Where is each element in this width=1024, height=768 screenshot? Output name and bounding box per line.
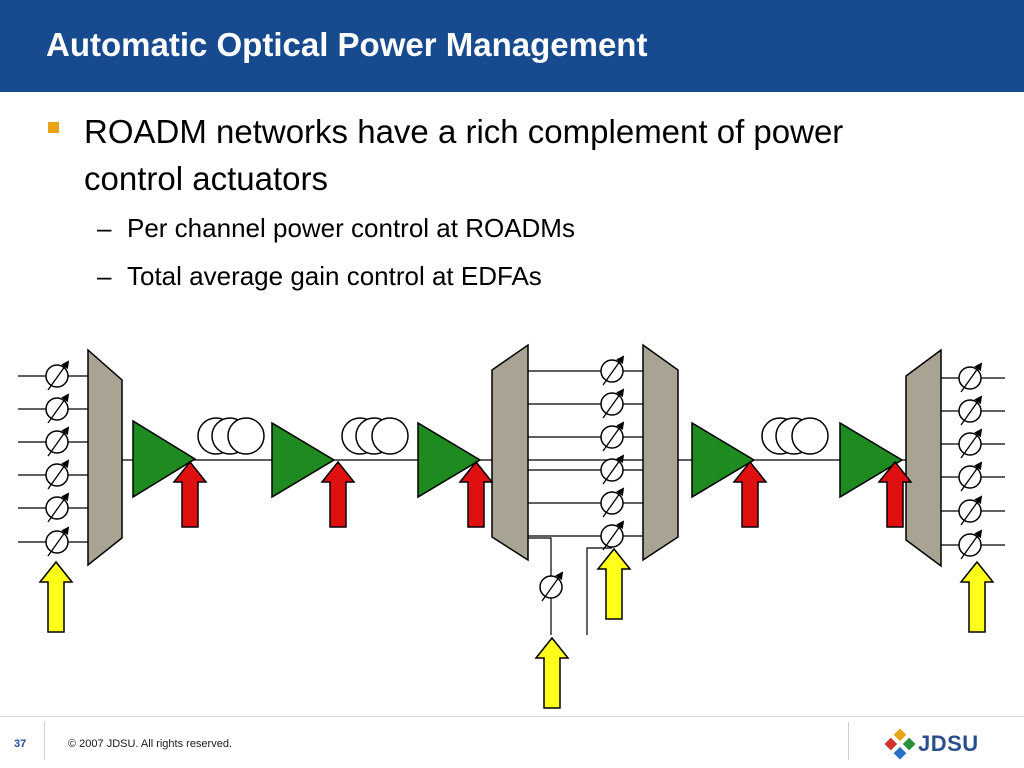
variable-attenuator-icon (601, 357, 623, 385)
variable-attenuator-icon (959, 397, 981, 425)
footer-separator (44, 722, 45, 760)
variable-attenuator-icon (46, 395, 68, 423)
footer-divider (0, 716, 1024, 717)
variable-attenuator-icon (46, 362, 68, 390)
red-up-arrow-icon (733, 461, 767, 528)
sub-bullet-2: –Total average gain control at EDFAs (97, 261, 542, 291)
edfa-amplifier-icon (417, 421, 482, 499)
page-number: 37 (14, 738, 27, 750)
variable-attenuator-icon (601, 522, 623, 550)
bullet-marker-icon (48, 122, 59, 133)
red-up-arrow-icon (459, 461, 493, 528)
add-line (586, 547, 612, 635)
variable-attenuator-icon (959, 463, 981, 491)
sub-bullet-1-text: Per channel power control at ROADMs (127, 213, 575, 243)
yellow-up-arrow-icon (535, 637, 569, 709)
variable-attenuator-icon (959, 430, 981, 458)
yellow-up-arrow-icon (960, 561, 994, 633)
variable-attenuator-icon (601, 390, 623, 418)
drop-line (528, 537, 552, 635)
variable-attenuator-icon (46, 494, 68, 522)
right-attenuators (959, 364, 981, 559)
fiber-spool-icon (341, 417, 409, 455)
footer-separator (848, 722, 849, 760)
demux-trapezoid-icon (905, 348, 942, 568)
variable-attenuator-icon (46, 528, 68, 556)
variable-attenuator-icon (959, 364, 981, 392)
title-bar (0, 0, 1024, 92)
edfa-amplifier-icon (839, 421, 904, 499)
mux-trapezoid-icon (87, 348, 123, 567)
yellow-up-arrow-icon (597, 548, 631, 620)
fiber-spool-icon (197, 417, 265, 455)
left-attenuators (46, 362, 68, 556)
roadm-express-lines (528, 370, 643, 537)
slide-title: Automatic Optical Power Management (46, 26, 648, 63)
variable-attenuator-icon (959, 497, 981, 525)
variable-attenuator-icon (959, 531, 981, 559)
variable-attenuator-icon (601, 423, 623, 451)
edfa-amplifier-icon (271, 421, 336, 499)
variable-attenuator-icon (46, 428, 68, 456)
logo-wordmark: JDSU (918, 731, 979, 756)
edfa-amplifier-icon (132, 419, 197, 499)
variable-attenuator-icon (601, 489, 623, 517)
main-bullet: ROADM networks have a rich complement of… (84, 113, 844, 197)
roadm-attenuators (601, 357, 623, 550)
copyright-text: © 2007 JDSU. All rights reserved. (68, 738, 233, 750)
fiber-spool-icon (761, 417, 829, 455)
yellow-up-arrow-icon (39, 561, 73, 633)
demux-trapezoid-icon (491, 343, 529, 562)
edfa-amplifier-icon (691, 421, 756, 499)
sub-bullet-1: –Per channel power control at ROADMs (97, 213, 575, 243)
red-up-arrow-icon (321, 461, 355, 528)
variable-attenuator-icon (46, 461, 68, 489)
variable-attenuator-icon (540, 573, 562, 601)
red-up-arrow-icon (173, 461, 207, 528)
jdsu-logo-icon (884, 728, 916, 760)
sub-bullet-2-text: Total average gain control at EDFAs (127, 261, 542, 291)
mux-trapezoid-icon (642, 343, 679, 562)
